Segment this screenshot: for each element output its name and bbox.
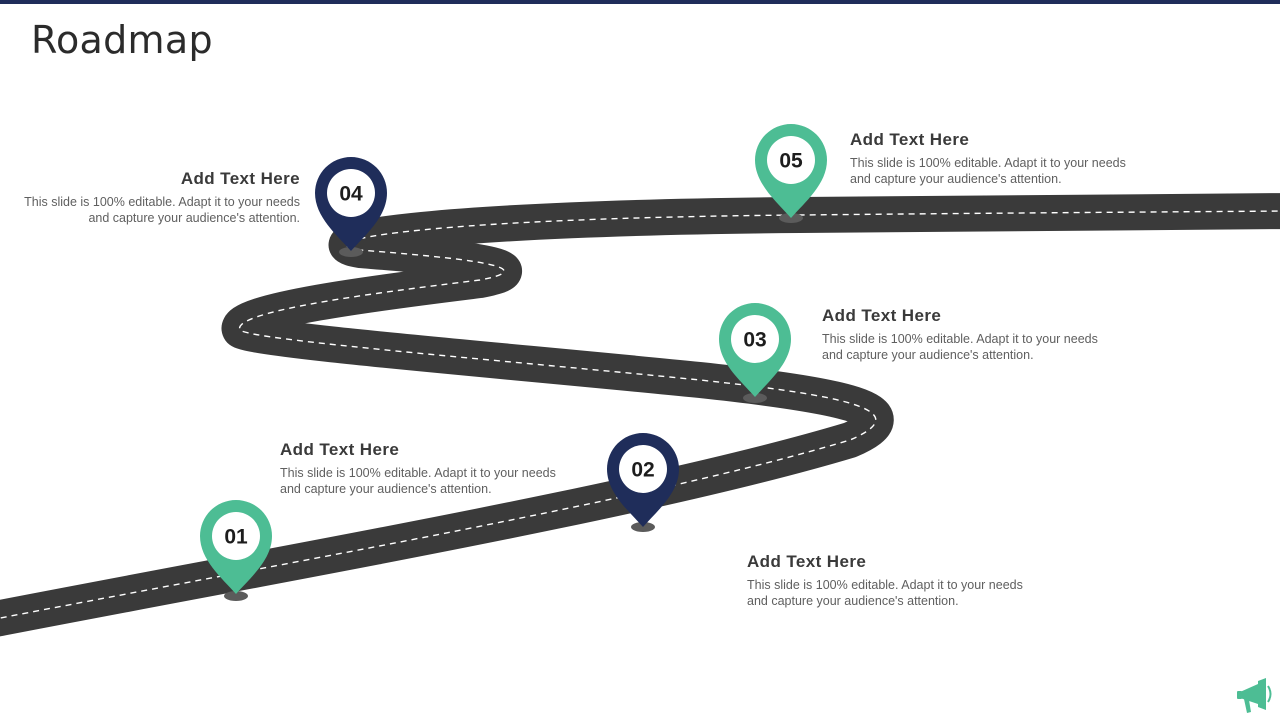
callout-heading: Add Text Here: [280, 440, 400, 459]
pin-number: 05: [779, 150, 803, 173]
slide-title: Roadmap: [31, 18, 213, 62]
road: [0, 193, 1280, 637]
callout-body: This slide is 100% editable. Adapt it to…: [747, 578, 1023, 608]
pin-number: 03: [743, 329, 766, 352]
milestone-pin-04[interactable]: 04: [315, 157, 387, 251]
pin-number: 01: [224, 526, 248, 549]
milestone-callout-03: Add Text Here This slide is 100% editabl…: [822, 306, 1122, 363]
pin-number: 02: [631, 459, 654, 482]
callout-heading: Add Text Here: [850, 130, 970, 149]
pin-center: [767, 136, 815, 184]
callout-heading: Add Text Here: [822, 306, 942, 325]
pin-center: [327, 169, 375, 217]
milestone-pin-02[interactable]: 02: [607, 433, 679, 527]
pin-center: [731, 315, 779, 363]
callout-body: This slide is 100% editable. Adapt it to…: [822, 332, 1098, 362]
milestone-callout-02: Add Text Here This slide is 100% editabl…: [747, 552, 1047, 609]
callout-body: This slide is 100% editable. Adapt it to…: [280, 466, 556, 496]
milestone-pin-05[interactable]: 05: [755, 124, 827, 218]
megaphone-icon: [1237, 678, 1272, 713]
pin-shadow: [339, 247, 363, 257]
pin-number: 04: [339, 183, 363, 206]
milestone-pin-01[interactable]: 01: [200, 500, 272, 594]
top-accent-bar: [0, 0, 1280, 4]
road-center-line: [0, 210, 1280, 619]
pin-shadow: [224, 591, 248, 601]
milestone-callout-01: Add Text Here This slide is 100% editabl…: [280, 440, 580, 497]
callout-body: This slide is 100% editable. Adapt it to…: [850, 156, 1126, 186]
milestone-callout-05: Add Text Here This slide is 100% editabl…: [850, 130, 1150, 187]
callout-body: This slide is 100% editable. Adapt it to…: [24, 195, 300, 225]
callout-heading: Add Text Here: [747, 552, 867, 571]
milestone-pin-03[interactable]: 03: [719, 303, 791, 397]
pin-shadow: [743, 393, 767, 403]
callout-heading: Add Text Here: [180, 169, 300, 188]
pin-center: [619, 445, 667, 493]
milestone-callout-04: Add Text Here This slide is 100% editabl…: [0, 169, 300, 226]
pin-center: [212, 512, 260, 560]
